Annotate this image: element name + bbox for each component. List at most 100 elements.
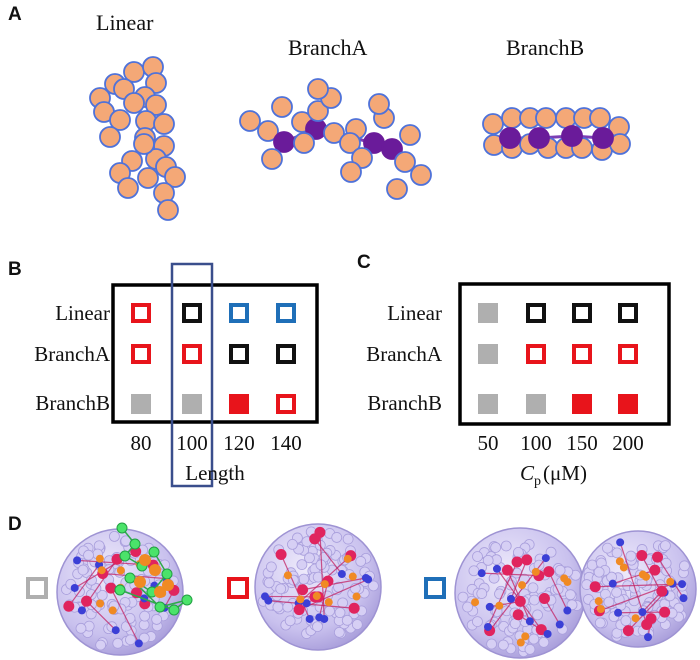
subunit [594,617,606,629]
linear-bead [137,167,159,189]
subunit [532,609,543,621]
pentamer-node [659,606,671,618]
subunit [611,586,623,598]
hexamer-node [616,538,625,547]
subunit [284,615,296,627]
polymer-bead [312,592,321,601]
subunit [263,577,275,589]
subunit [272,601,284,613]
brancha-bead [339,132,361,154]
c-row-label-linear: Linear [387,301,442,325]
hexamer-node [134,639,143,648]
b-xlabel: Length [185,461,245,485]
brancha-branch-bead [381,138,403,160]
brancha-bead [307,100,329,122]
pentamer-node [538,592,550,604]
panel-b-grid [131,303,296,414]
subunit [125,634,136,646]
brancha-bead [323,122,345,144]
linear-bead [99,126,121,148]
hexamer-node [320,614,329,623]
brancha-bead [386,178,408,200]
polymer-bead [521,632,530,641]
shell-edge [298,578,369,611]
shell-edge [86,600,117,631]
polymer-bead [96,599,105,608]
pentamer-node [105,582,117,594]
hexamer-node [485,602,494,611]
free-polymer-bead [114,584,126,596]
subunit [524,643,536,655]
polymer-bead [518,581,527,590]
brancha-bead [399,124,421,146]
brancha-bead [271,96,293,118]
free-polymer-bead [129,538,141,550]
polymer-bead [615,557,624,566]
free-polymer-bead [148,546,160,558]
polymer-bead [619,563,628,572]
polymer-bead [97,566,106,575]
polymer-bead [596,605,605,614]
hexamer-node [614,608,623,617]
pentamer-node [649,564,661,576]
symbol-gray [182,394,202,414]
symbol-gray [131,394,151,414]
subunit [564,589,576,601]
free-polymer-bead [154,601,166,613]
symbol-red [572,344,592,364]
shell-edge [657,556,685,599]
polymer-bead [162,579,174,591]
shell-edge [302,577,367,591]
b-row-label-linear: Linear [55,301,110,325]
branchb-branch-bead [592,127,614,149]
subunit [660,557,672,569]
subunit [593,566,605,578]
subunit [312,571,324,583]
brancha-branch-bead [273,131,295,153]
hexamer-node [563,606,572,615]
subunit [324,605,335,617]
linear-polymer [89,56,186,221]
subunit [355,556,367,567]
pentamer-node [314,526,326,538]
symbol-blue [229,303,249,323]
subunit [109,530,120,542]
subunit [620,615,632,627]
pentamer-node [293,604,305,616]
free-polymer-bead [168,604,180,616]
symbol-black [229,344,249,364]
subunit [341,614,353,626]
subunit [497,639,509,651]
free-polymer-bead [119,550,131,562]
symbol-red [182,344,202,364]
pentamer-node [63,600,75,612]
branchb-bead [501,107,523,129]
hexamer-node [111,626,120,635]
subunit [482,554,494,566]
hexamer-node [337,570,346,579]
subunit [287,539,298,550]
subunit [138,632,150,644]
hexamer-node [525,617,534,626]
symbol-gray [478,394,498,414]
subunit [368,580,379,592]
shell-edge [627,592,666,632]
subunit [75,622,87,634]
polymer-bead [563,577,572,586]
brancha-bead [307,78,329,100]
polymer-bead [594,597,603,606]
panel-c-grid [478,303,638,414]
brancha-bead [394,151,416,173]
subunit [351,619,363,630]
polymer-bead [296,595,305,604]
hexamer-node [507,594,516,603]
panel-c: C Linear BranchA BranchB 50 100 150 200 … [357,252,671,489]
branchb-polymer [482,107,631,161]
shell-edge [319,532,325,619]
pentamer-node [512,609,524,621]
c-tick-200: 200 [612,431,644,455]
subunit [611,547,623,559]
linear-bead [109,109,131,131]
hexamer-node [644,633,653,642]
